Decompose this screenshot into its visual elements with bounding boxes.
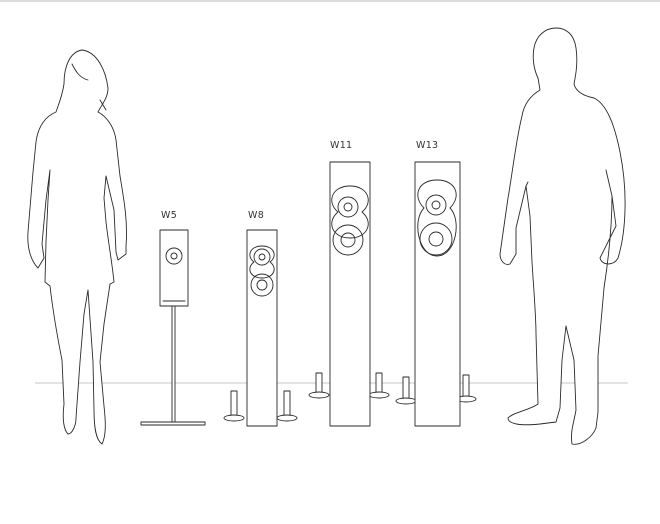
woman-hair-line	[71, 63, 107, 111]
label-w11: W11	[330, 140, 352, 151]
top-edge	[0, 0, 660, 2]
woman-silhouette	[27, 49, 127, 445]
w8-speaker	[223, 229, 298, 427]
man-silhouette	[499, 27, 626, 445]
w11-speaker	[308, 161, 390, 427]
label-w5: W5	[161, 210, 177, 221]
man-arm-line	[525, 169, 613, 197]
w13-speaker	[395, 161, 477, 427]
label-w8: W8	[248, 210, 264, 221]
w5-speaker	[140, 229, 206, 426]
label-w13: W13	[416, 140, 438, 151]
